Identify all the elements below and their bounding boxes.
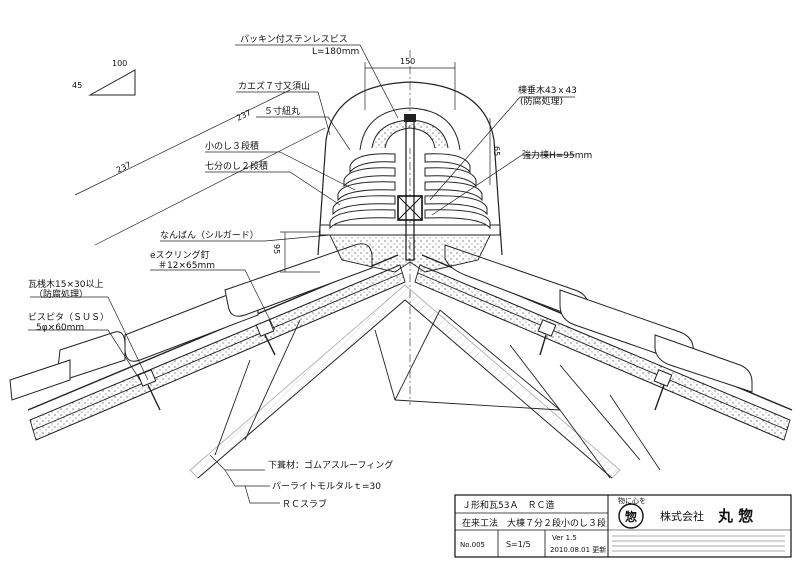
label-kaezu: カエズ７寸又須山 — [238, 80, 310, 92]
title-row2: 在来工法 大棟７分２段小のし３段 — [462, 517, 606, 529]
label-sanki-note: （防腐処理） — [34, 288, 88, 300]
company-logo: 惣 — [625, 509, 637, 524]
rc-slab — [189, 284, 661, 479]
dimension-lines — [74, 62, 491, 273]
left-roof-tiles — [9, 243, 373, 401]
ridge-round-tile — [317, 81, 503, 256]
dim-150: 150 — [400, 57, 415, 66]
battens — [137, 319, 673, 411]
leader-lines — [28, 44, 575, 504]
dim-95: 95 — [272, 244, 281, 254]
title-row1: Ｊ形和瓦53Ａ ＲＣ造 — [462, 499, 554, 511]
label-konoshi3: 小のし３段積 — [205, 140, 259, 152]
label-munedaru-note: (防腐処理) — [520, 95, 563, 107]
label-nanabu2: 七分のし２段積 — [205, 160, 268, 172]
title-number: No.005 — [460, 541, 485, 549]
label-bisupita: ビスピタ（ＳＵＳ） — [28, 312, 109, 323]
label-screw-length: L=180mm — [312, 47, 359, 57]
label-nanban: なんばん（シルガード） — [160, 230, 259, 241]
title-date: 2010.08.01 更新 — [550, 545, 606, 554]
title-block — [454, 494, 792, 558]
label-ering: eスクリング釘 — [150, 249, 210, 261]
label-munedaru: 棟垂木43ｘ43 — [518, 84, 577, 96]
dim-100: 100 — [112, 59, 127, 68]
title-version: Ver 1.5 — [552, 534, 577, 542]
label-bisupita-size: 5φ×60mm — [36, 323, 84, 333]
dim-237a: 237 — [235, 108, 253, 123]
label-kyoryoku: 強力棟H=95mm — [522, 149, 592, 161]
company-name: 丸 惣 — [717, 507, 753, 525]
noshi-stack — [329, 153, 491, 230]
company-prefix: 株式会社 — [660, 509, 704, 523]
label-gosun: ５寸紐丸 — [264, 105, 300, 117]
title-scale: S=1/5 — [506, 540, 531, 549]
dim-237b: 237 — [115, 160, 133, 175]
label-rc-slab: ＲＣスラブ — [282, 498, 327, 510]
company-motto: 物に心を — [618, 496, 646, 505]
right-roof-layers — [414, 254, 793, 441]
ridge-batten — [397, 114, 423, 261]
label-sanki: 瓦桟木15×30以上 — [28, 278, 103, 290]
label-packing-screw: パッキン付ステンレスビス — [240, 34, 348, 45]
company-address-lines — [612, 535, 785, 552]
label-ering-size: ＃12×65mm — [158, 260, 215, 271]
label-shitabuki: 下葺材：ゴムアスルーフィング — [268, 459, 393, 471]
dim-45: 45 — [72, 81, 82, 90]
dim-65: 65 — [492, 146, 501, 156]
right-roof-tiles — [444, 244, 753, 393]
nanban-mortar — [319, 224, 501, 273]
label-perlite: パーライトモルタルｔ=30 — [272, 481, 381, 492]
